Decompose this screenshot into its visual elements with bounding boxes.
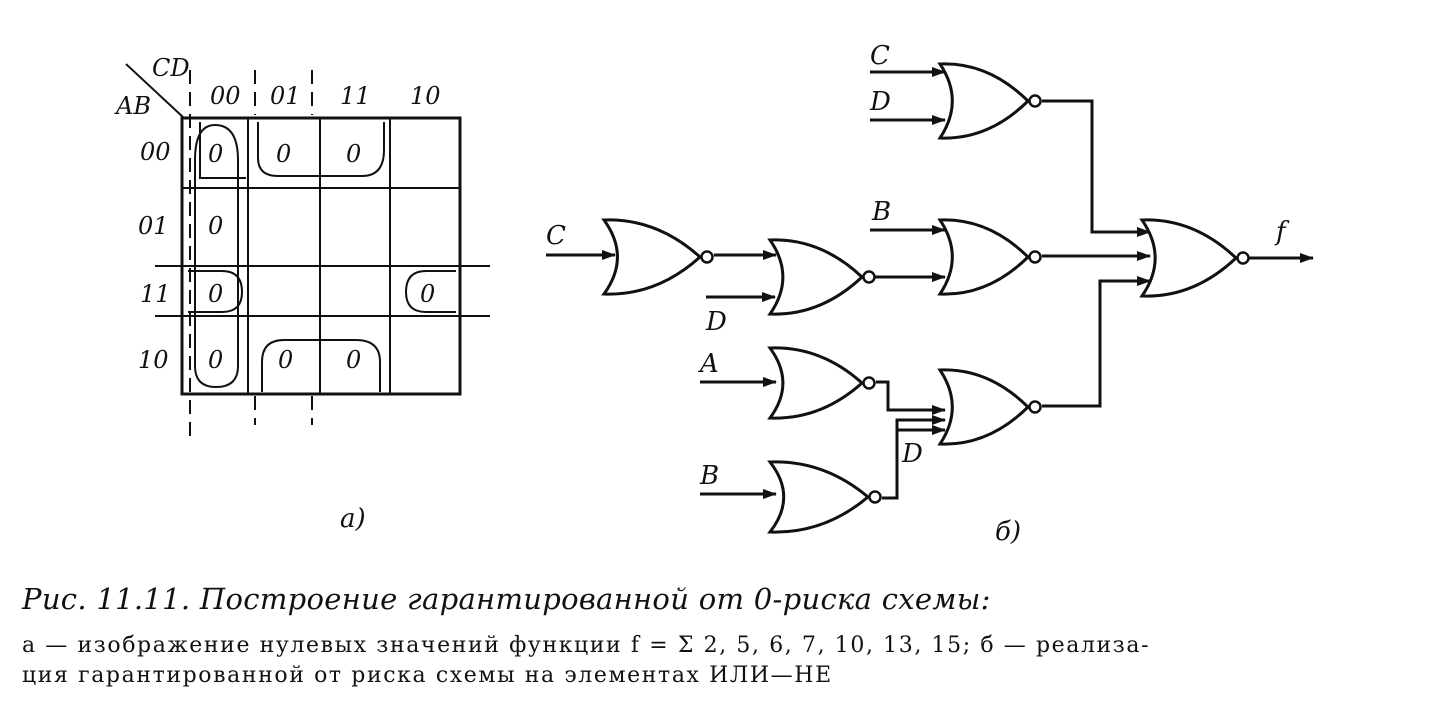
kmap-corner-diagonal xyxy=(125,63,185,119)
kmap-corner-cd: CD xyxy=(152,54,190,82)
wire-g0-out xyxy=(1042,99,1151,237)
label-input-c-left: C xyxy=(546,221,566,251)
circuit-sub-label: б) xyxy=(995,517,1021,547)
caption-line-1: а — изображение нулевых значений функции… xyxy=(22,633,1151,658)
nor-gate-c-bubble xyxy=(700,250,714,264)
kmap-group-row11-right xyxy=(404,270,456,313)
kmap-cell: 0 xyxy=(420,280,435,308)
karnaugh-map xyxy=(125,63,490,440)
kmap-group-corner-top xyxy=(199,122,246,179)
kmap-cell: 0 xyxy=(346,346,361,374)
nor-gate-cd-bubble xyxy=(1028,94,1042,108)
kmap-group-row10 xyxy=(261,339,381,392)
label-input-c-top: C xyxy=(870,41,890,71)
caption-title: Рис. 11.11. Построение гарантированной о… xyxy=(22,582,991,616)
label-input-d-top: D xyxy=(869,87,891,117)
label-input-d-low: D xyxy=(901,439,923,469)
kmap-cell: 0 xyxy=(208,280,223,308)
nor-gate-a-body xyxy=(767,346,865,420)
nor-gate-b-low-bubble xyxy=(868,490,882,504)
nor-gate-cd-2-body xyxy=(767,238,865,316)
kmap-cell: 0 xyxy=(278,346,293,374)
label-input-b-low: B xyxy=(699,461,719,491)
kmap-row-label: 00 xyxy=(140,138,171,166)
kmap-col-label: 11 xyxy=(340,82,371,110)
nor-gate-a-bubble xyxy=(862,376,876,390)
kmap-col-label: 10 xyxy=(410,82,441,110)
nor-gate-cd-2-bubble xyxy=(862,270,876,284)
kmap-cell: 0 xyxy=(208,140,223,168)
nor-gate-c-body xyxy=(601,218,703,296)
kmap-row-label: 11 xyxy=(140,280,171,308)
label-output-f: f xyxy=(1274,217,1290,247)
label-input-a: A xyxy=(698,349,719,379)
kmap-group-row00 xyxy=(257,122,385,177)
label-input-b-mid: B xyxy=(871,197,891,227)
kmap-cell: 0 xyxy=(346,140,361,168)
nor-gate-cd-body xyxy=(937,62,1031,140)
kmap-group-row11-left xyxy=(188,270,244,313)
nor-gate-b-body xyxy=(937,218,1031,296)
caption-line-2: ция гарантированной от риска схемы на эл… xyxy=(22,663,833,688)
nor-gate-output-body xyxy=(1139,218,1239,298)
kmap-sub-label: а) xyxy=(340,504,366,534)
kmap-corner-ab: AB xyxy=(114,92,151,120)
kmap-row-label: 01 xyxy=(138,212,169,240)
nor-gate-output-bubble xyxy=(1236,251,1250,265)
kmap-cell: 0 xyxy=(208,346,223,374)
nor-gate-b-bubble xyxy=(1028,250,1042,264)
nor-gates xyxy=(601,62,1250,534)
kmap-col-label: 00 xyxy=(210,82,241,110)
kmap-cell: 0 xyxy=(208,212,223,240)
kmap-group-col00 xyxy=(194,123,239,389)
wire-g5-g6 xyxy=(882,415,946,500)
nor-gate-mix-body xyxy=(937,368,1031,446)
wire-g4-g6 xyxy=(876,380,946,415)
kmap-col-label: 01 xyxy=(270,82,301,110)
kmap-cell: 0 xyxy=(276,140,291,168)
wire-g6-out xyxy=(1042,276,1151,408)
kmap-row-label: 10 xyxy=(138,346,169,374)
nor-gate-b-low-body xyxy=(767,460,871,534)
wires xyxy=(546,67,1314,500)
nor-gate-mix-bubble xyxy=(1028,400,1042,414)
label-input-d-mid: D xyxy=(705,307,727,337)
